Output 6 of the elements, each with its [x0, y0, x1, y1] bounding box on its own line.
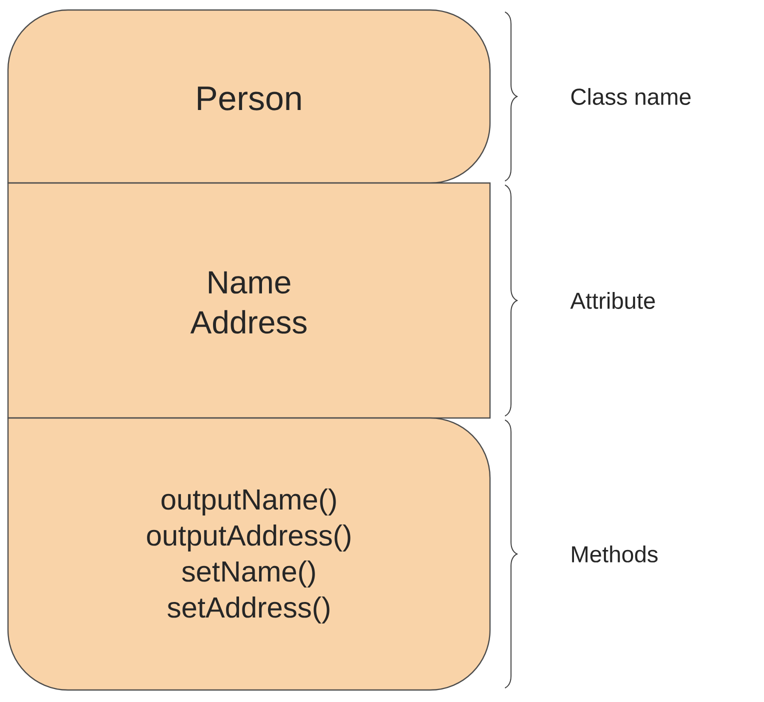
attribute-compartment: Name Address [7, 182, 491, 419]
section-label: Class name [571, 88, 691, 105]
class-name-compartment: Person [7, 9, 491, 184]
method-compartment: outputName() outputAddress() setName() setAddress() [7, 417, 491, 691]
section-label: Methods [572, 546, 658, 562]
section-label: Attribute [570, 292, 655, 309]
